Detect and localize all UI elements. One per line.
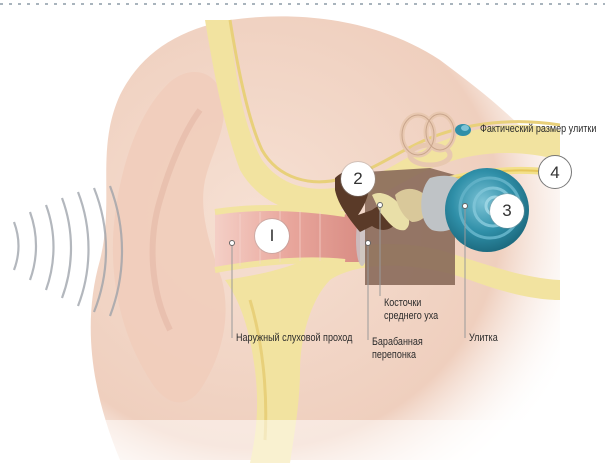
- label-ear-canal: Наружный слуховой проход: [236, 332, 352, 345]
- label-eardrum-line1: Барабанная: [372, 336, 423, 349]
- cochlea-actual-size-icon: [455, 124, 471, 136]
- label-cochlea: Улитка: [469, 332, 498, 345]
- legend-actual-size-text: Фактический размер улитки: [480, 123, 596, 136]
- marker-1: I: [255, 219, 289, 253]
- label-ossicles-line1: Косточки: [384, 297, 421, 310]
- label-ossicles-line2: среднего уха: [384, 310, 438, 323]
- label-eardrum-line2: перепонка: [372, 349, 416, 362]
- marker-3: 3: [490, 194, 524, 228]
- marker-4: 4: [538, 155, 572, 189]
- marker-2: 2: [341, 162, 375, 196]
